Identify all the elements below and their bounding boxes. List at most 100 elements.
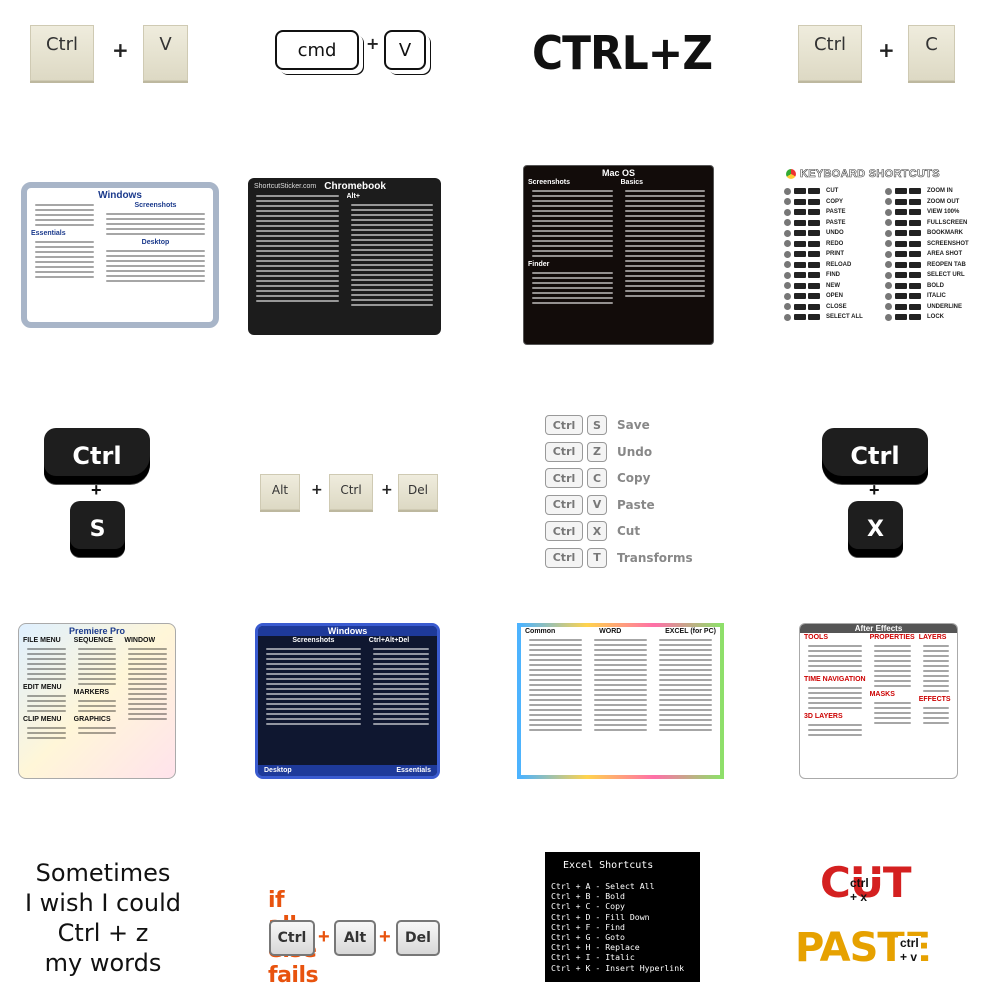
excel-shortcut-line: Ctrl + B - Bold [551,891,625,902]
windows-dark-shortcuts-card: Windows Screenshots Ctrl+Alt+Del Desktop… [255,623,440,779]
cut-word: CUT [820,858,912,907]
section-label: Screenshots [134,202,177,209]
key-icon [909,240,921,247]
shortcut-row: ZOOM OUT [885,197,980,208]
shortcut-label: OPEN [826,293,844,300]
quote-line: I wish I could [24,889,182,917]
excel-shortcut-line: Ctrl + A - Select All [551,881,655,891]
shortcut-label: BOLD [927,282,944,289]
chromebook-shortcuts-card: ShortcutSticker.com Chromebook Alt+ [248,178,441,335]
key-icon [909,272,921,279]
shortcut-row: BOOKMARK [885,228,980,239]
section-label: LAYERS [918,634,947,641]
modifier-key-icon [895,272,907,279]
section-label: TIME NAVIGATION [804,676,866,683]
shortcut-label: Cut [617,524,641,538]
shortcut-label: SELECT ALL [826,314,863,321]
section-label: MASKS [869,691,895,698]
modifier-key-icon [895,261,907,268]
alt-key: Alt [260,474,300,510]
action-icon [885,240,892,248]
footer-label: Desktop [264,767,292,774]
key-icon [808,303,820,310]
del-key: Del [398,474,438,510]
section-label: WORD [599,628,622,635]
shortcut-label: FULLSCREEN [927,219,968,226]
shortcut-label: PRINT [826,251,844,258]
shortcut-label: RELOAD [826,261,852,268]
action-icon [784,303,791,311]
action-icon [784,219,791,227]
key-icon [808,219,820,226]
key-icon [909,303,921,310]
shortcut-row: PASTE [784,207,879,218]
action-icon [784,250,791,258]
s-key: S [70,501,125,557]
shortcut-row: PASTE [784,218,879,229]
section-label: Desktop [141,239,170,246]
section-label: GRAPHICS [73,716,111,723]
action-icon [885,229,892,237]
action-icon [885,208,892,216]
action-icon [784,313,791,321]
key-icon [808,293,820,300]
shortcut-row: COPY [784,197,879,208]
card-title: Windows [258,626,437,636]
plus-sign: + [91,480,102,500]
key-icon [808,282,820,289]
footer-label: Essentials [396,767,431,774]
mac-os-shortcuts-card: Mac OS Screenshots Finder Basics [523,165,714,345]
quote-line: Sometimes [35,859,171,887]
shortcut-label: NEW [826,282,840,289]
shortcut-label: Save [617,418,650,432]
shortcut-label: COPY [826,198,844,205]
ctrl-key: Ctrl [545,494,583,515]
key-icon [808,230,820,237]
shortcut-row: SELECT ALL [784,312,879,323]
shortcut-row: AREA SHOT [885,249,980,260]
key-icon [909,230,921,237]
shortcut-label: SELECT URL [927,272,965,279]
action-icon [885,250,892,258]
action-icon [885,292,892,300]
plus-sign: + [379,926,391,948]
key-icon [909,209,921,216]
section-label: PROPERTIES [869,634,915,641]
chrome-icon [786,169,796,179]
shortcut-row: ZOOM IN [885,186,980,197]
modifier-key-icon [794,198,806,205]
modifier-key-icon [794,261,806,268]
modifier-key-icon [895,209,907,216]
card-title: Windows [98,190,142,201]
quote-line: my words [44,949,162,977]
cut-gap [850,874,890,877]
key-icon [808,188,820,195]
plus-sign: + [878,38,895,62]
excel-shortcut-line: Ctrl + I - Italic [551,952,635,963]
shortcut-label: AREA SHOT [927,251,963,258]
shortcut-row: ITALIC [885,291,980,302]
section-label: FILE MENU [23,637,61,644]
shortcut-label: LOCK [927,314,944,321]
shortcut-label: VIEW 100% [927,209,960,216]
ctrl-key: Ctrl [545,468,583,488]
shortcut-row: OPEN [784,291,879,302]
section-label: WINDOW [124,637,156,644]
cmd-key: cmd [275,30,359,70]
modifier-key-icon [794,219,806,226]
excel-shortcut-line: Ctrl + F - Find [551,921,625,932]
brand-label: ShortcutSticker.com [254,183,317,190]
action-icon [885,261,892,269]
plus-sign: + [381,482,393,498]
shortcut-row: NEW [784,281,879,292]
card-title: After Effects [800,624,957,633]
section-label: Ctrl+Alt+Del [368,637,410,644]
section-label: Screenshots [292,637,335,644]
action-icon [885,198,892,206]
